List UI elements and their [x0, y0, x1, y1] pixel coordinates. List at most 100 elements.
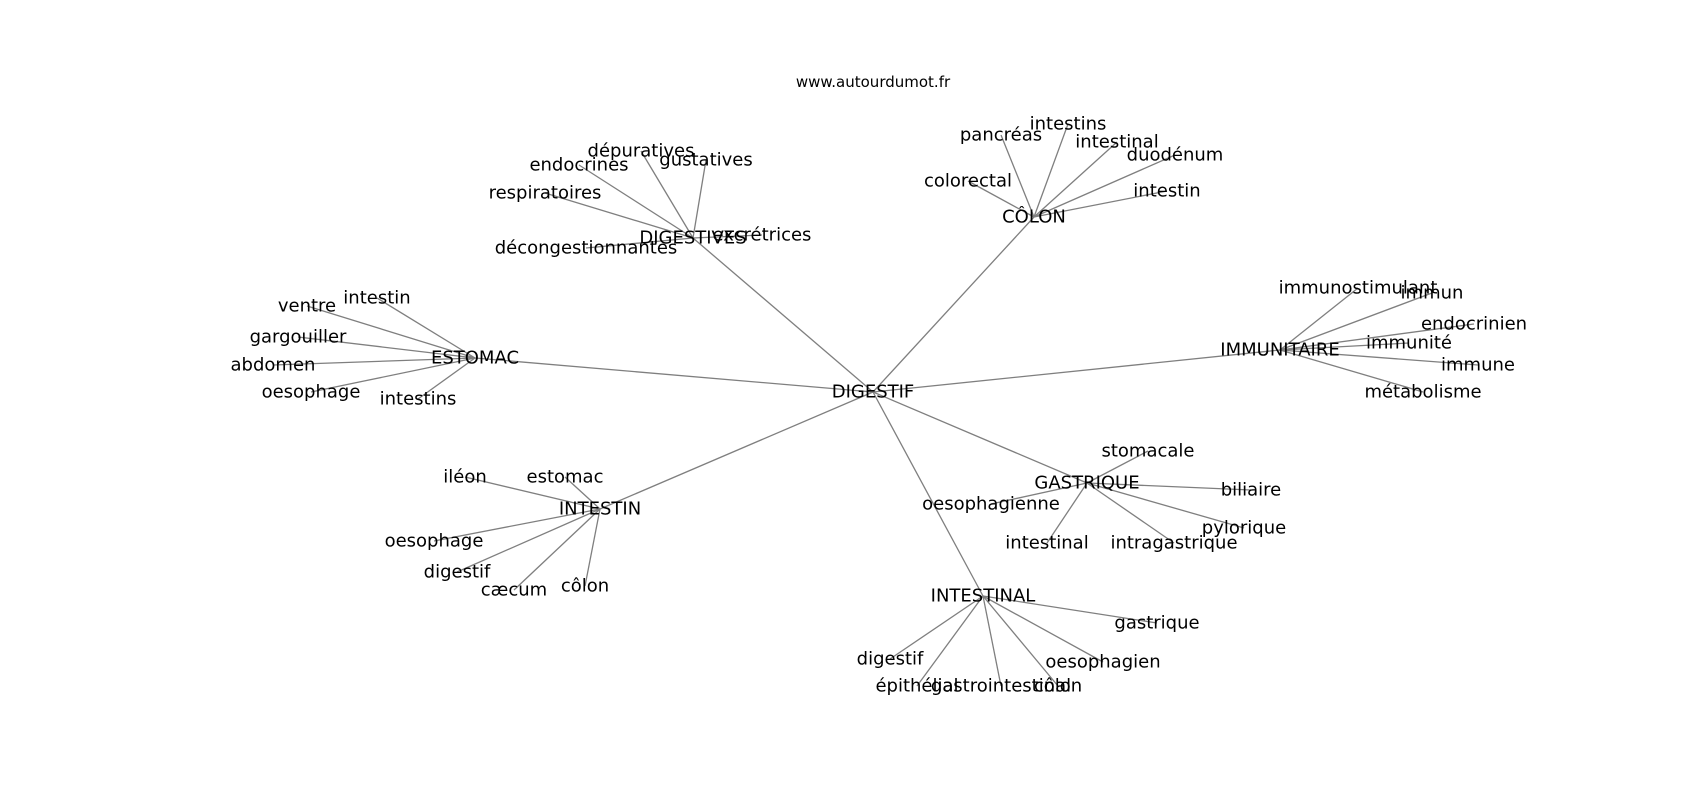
edge-gastrique-intragastrique — [1086, 482, 1175, 544]
node-leaf-digestives-excretrices: excrétrices — [713, 225, 812, 246]
node-hub-gastrique: GASTRIQUE — [1034, 473, 1139, 494]
edge-digestives-decongestionnantes — [585, 237, 694, 249]
node-leaf-immunitaire-immunostimulant: immunostimulant — [1279, 278, 1438, 299]
node-leaf-digestives-decongestionnantes: décongestionnantes — [495, 238, 678, 259]
edge-colon-intestins — [1033, 123, 1069, 218]
node-hub-digestives: DIGESTIVES — [639, 228, 746, 249]
edge-immunitaire-immunite — [1279, 342, 1410, 351]
edge-immunitaire-immunostimulant — [1279, 287, 1359, 351]
node-leaf-intestin-oesophage: oesophage — [385, 531, 484, 552]
node-leaf-immunitaire-immune: immune — [1441, 355, 1515, 376]
node-leaf-colon-colorectal: colorectal — [924, 171, 1012, 192]
node-leaf-intestinal-digestif: digestif — [857, 649, 924, 670]
node-leaf-estomac-gargouiller: gargouiller — [250, 327, 347, 348]
edge-estomac-intestin — [376, 297, 476, 359]
edge-gastrique-oesophagienne — [990, 482, 1088, 505]
node-hub-colon: CÔLON — [1002, 206, 1066, 228]
node-leaf-intestinal-colon: côlon — [1034, 676, 1082, 697]
node-leaf-intestinal-gastrointestinal: gastrointestinal — [931, 676, 1071, 697]
edge-center-immunitaire — [872, 349, 1281, 393]
edge-intestinal-digestif — [889, 595, 984, 660]
edge-colon-colorectal — [967, 180, 1035, 218]
edges-layer — [272, 123, 1479, 687]
edge-intestinal-gastrointestinal — [982, 595, 1002, 687]
edge-digestives-excretrices — [692, 234, 763, 239]
edge-center-colon — [872, 216, 1035, 393]
node-hub-immunitaire: IMMUNITAIRE — [1220, 340, 1339, 361]
edge-digestives-endocrines — [578, 164, 694, 239]
edge-intestin-ileon — [464, 476, 601, 510]
edge-gastrique-pylorique — [1086, 482, 1245, 529]
edge-digestives-respiratoires — [544, 192, 694, 239]
edge-center-estomac — [474, 357, 874, 393]
node-leaf-digestives-respiratoires: respiratoires — [489, 183, 602, 204]
edge-center-digestives — [692, 237, 874, 393]
edge-estomac-gargouiller — [297, 336, 476, 359]
node-leaf-digestives-depuratives: dépuratives — [588, 141, 695, 162]
node-leaf-gastrique-intestinal: intestinal — [1005, 533, 1088, 554]
edge-digestives-gustatives — [692, 159, 707, 239]
node-leaf-gastrique-pylorique: pylorique — [1202, 518, 1286, 539]
source-label: www.autourdumot.fr — [796, 73, 951, 91]
node-center-digestif: DIGESTIF — [832, 382, 915, 403]
edge-intestinal-gastrique — [982, 595, 1158, 624]
node-leaf-colon-intestins: intestins — [1030, 114, 1107, 135]
node-leaf-estomac-intestin: intestin — [343, 288, 410, 309]
node-leaf-intestinal-oesophagien: oesophagien — [1045, 652, 1160, 673]
node-leaf-estomac-oesophage: oesophage — [262, 382, 361, 403]
node-leaf-immunitaire-endocrinien: endocrinien — [1421, 314, 1527, 335]
edge-estomac-intestins — [417, 357, 476, 400]
edge-intestin-caecum — [513, 508, 601, 591]
node-leaf-gastrique-intragastrique: intragastrique — [1110, 533, 1237, 554]
edge-intestin-digestif — [456, 508, 601, 573]
node-leaf-digestives-gustatives: gustatives — [659, 150, 752, 171]
edge-colon-intestin — [1033, 190, 1168, 218]
edge-immunitaire-metabolisme — [1279, 349, 1424, 393]
node-leaf-estomac-abdomen: abdomen — [231, 355, 316, 376]
edge-intestinal-oesophagien — [982, 595, 1104, 663]
node-hub-estomac: ESTOMAC — [431, 348, 519, 369]
node-leaf-immunitaire-metabolisme: métabolisme — [1364, 382, 1481, 403]
node-leaf-estomac-intestins: intestins — [380, 389, 457, 410]
edge-colon-intestinal — [1033, 141, 1118, 218]
node-leaf-intestinal-gastrique: gastrique — [1114, 613, 1199, 634]
node-leaf-intestinal-epithelial: épithélial — [875, 676, 958, 697]
node-leaf-digestives-endocrines: endocrines — [529, 155, 628, 176]
node-hub-intestin: INTESTIN — [559, 499, 641, 520]
edge-colon-duodenum — [1033, 154, 1176, 218]
node-leaf-intestin-estomac: estomac — [527, 467, 604, 488]
node-hub-intestinal: INTESTINAL — [931, 586, 1036, 607]
node-leaf-intestin-colon: côlon — [561, 576, 609, 597]
edge-immunitaire-endocrinien — [1279, 323, 1475, 351]
node-leaf-intestin-ileon: iléon — [443, 467, 487, 488]
node-leaf-colon-intestinal: intestinal — [1075, 132, 1158, 153]
edge-immunitaire-immune — [1279, 349, 1479, 366]
node-leaf-immunitaire-immun: immun — [1401, 283, 1464, 304]
edge-estomac-oesophage — [310, 357, 476, 393]
edge-intestinal-epithelial — [916, 595, 984, 687]
node-leaf-colon-duodenum: duodénum — [1127, 145, 1224, 166]
edge-gastrique-biliaire — [1086, 482, 1252, 491]
edge-estomac-abdomen — [272, 357, 476, 366]
node-leaf-estomac-ventre: ventre — [278, 296, 336, 317]
edge-center-intestinal — [872, 391, 984, 597]
edge-intestin-estomac — [564, 476, 601, 510]
node-leaf-gastrique-biliaire: biliaire — [1221, 480, 1282, 501]
node-leaf-intestin-digestif: digestif — [424, 562, 491, 583]
node-leaf-immunitaire-immunite: immunité — [1366, 333, 1452, 354]
edge-gastrique-stomacale — [1086, 450, 1149, 484]
edge-intestin-oesophage — [433, 508, 601, 542]
edge-immunitaire-immun — [1279, 292, 1433, 351]
node-leaf-colon-intestin: intestin — [1133, 181, 1200, 202]
edge-intestin-colon — [584, 508, 601, 587]
edge-colon-pancreas — [1000, 134, 1035, 218]
edge-intestinal-colon — [982, 595, 1059, 687]
edge-digestives-depuratives — [640, 150, 694, 239]
edge-estomac-ventre — [306, 305, 476, 359]
edge-gastrique-intestinal — [1046, 482, 1088, 544]
node-leaf-gastrique-stomacale: stomacale — [1101, 441, 1194, 462]
node-leaf-colon-pancreas: pancréas — [960, 125, 1042, 146]
